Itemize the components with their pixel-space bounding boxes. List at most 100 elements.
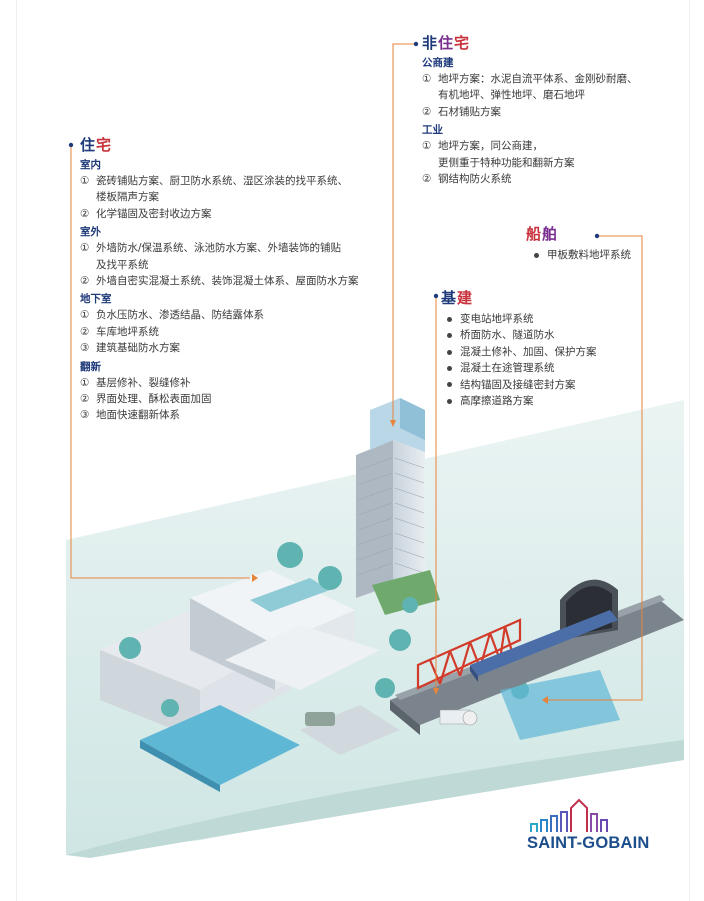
item-text: 地面快速翻新体系 xyxy=(96,409,180,422)
item-text: 负水压防水、渗透结晶、防结露体系 xyxy=(96,309,264,322)
residential-title: 住宅 xyxy=(80,136,113,154)
list-item: ① 外墙防水/保温系统、泳池防水方案、外墙装饰的铺贴 xyxy=(80,240,380,256)
item-number: ② xyxy=(80,275,90,288)
list-item: 及找平系统 xyxy=(80,257,380,273)
group-heading: 室外 xyxy=(80,226,101,239)
item-text: 界面处理、酥松表面加固 xyxy=(96,393,212,406)
item-text: 地坪方案，同公商建， xyxy=(438,140,543,153)
bullet-icon xyxy=(447,382,452,388)
saint-gobain-logo: SAINT-GOBAIN xyxy=(527,798,667,858)
list-item: ② 车库地坪系统 xyxy=(80,324,380,340)
logo-text: SAINT-GOBAIN xyxy=(527,834,650,852)
bullet-icon xyxy=(447,316,452,322)
item-text: 瓷砖铺贴方案、厨卫防水系统、湿区涂装的找平系统、 xyxy=(96,175,348,187)
item-number: ② xyxy=(422,173,432,186)
bullet-icon xyxy=(447,333,452,339)
list-item: ① 基层修补、裂缝修补 xyxy=(80,375,380,391)
ship-title: 船舶 xyxy=(526,225,559,243)
bullet-icon xyxy=(447,365,452,371)
group-heading: 地下室 xyxy=(80,293,112,306)
bullet-icon xyxy=(534,252,539,258)
infrastructure-title: 基建 xyxy=(441,289,474,307)
item-number: ① xyxy=(80,309,90,322)
list-item: ① 地坪方案，同公商建， xyxy=(422,138,672,154)
item-number: ② xyxy=(80,393,90,406)
nonresidential-groups: 公商建 ① 地坪方案：水泥自流平体系、金刚砂耐磨、有机地坪、弹性地坪、磨石地坪 ② 石材… xyxy=(422,56,672,187)
list-item: 变电站地坪系统 xyxy=(447,311,661,327)
list-item: 有机地坪、弹性地坪、磨石地坪 xyxy=(422,87,672,103)
list-item: ① 地坪方案：水泥自流平体系、金刚砂耐磨、 xyxy=(422,71,672,87)
item-text: 外墙防水/保温系统、泳池防水方案、外墙装饰的铺贴 xyxy=(96,242,342,255)
infrastructure-block: 基建 变电站地坪系统桥面防水、隧道防水混凝土修补、加固、保护方案混凝土在途管理系… xyxy=(441,288,661,409)
list-item: ① 负水压防水、渗透结晶、防结露体系 xyxy=(80,307,380,323)
list-item: 更侧重于特种功能和翻新方案 xyxy=(422,155,672,171)
item-text: 混凝土修补、加固、保护方案 xyxy=(460,345,597,358)
item-text: 变电站地坪系统 xyxy=(460,313,534,325)
item-number: ② xyxy=(80,207,90,220)
item-text: 车库地坪系统 xyxy=(96,325,159,338)
item-text: 更侧重于特种功能和翻新方案 xyxy=(438,156,575,169)
list-item: 混凝土修补、加固、保护方案 xyxy=(447,344,661,360)
item-number: ② xyxy=(80,325,90,338)
list-item: ② 化学锚固及密封收边方案 xyxy=(80,206,380,222)
nonresidential-block: 非住宅 公商建 ① 地坪方案：水泥自流平体系、金刚砂耐磨、有机地坪、弹性地坪、磨石地… xyxy=(422,33,672,187)
list-item: ② 界面处理、酥松表面加固 xyxy=(80,391,380,407)
item-text: 地坪方案：水泥自流平体系、金刚砂耐磨、 xyxy=(438,73,638,85)
ship-block: 船舶 甲板敷料地坪系统 xyxy=(526,224,676,263)
item-text: 石材铺贴方案 xyxy=(438,105,501,118)
item-text: 建筑基础防水方案 xyxy=(96,342,180,355)
item-number: ② xyxy=(422,105,432,118)
list-item: ① 瓷砖铺贴方案、厨卫防水系统、湿区涂装的找平系统、 xyxy=(80,173,380,189)
residential-block: 住宅 室内 ① 瓷砖铺贴方案、厨卫防水系统、湿区涂装的找平系统、楼板隔声方案 ② 化学锚… xyxy=(80,135,380,424)
group-heading: 工业 xyxy=(422,124,443,137)
connector-endpoints xyxy=(68,41,600,299)
item-number: ① xyxy=(80,242,90,255)
list-item: 混凝土在途管理系统 xyxy=(447,360,661,376)
list-item: 结构锚固及接缝密封方案 xyxy=(447,377,661,393)
item-text: 高摩擦道路方案 xyxy=(460,395,534,408)
item-number: ① xyxy=(80,376,90,389)
item-number: ① xyxy=(422,73,432,85)
item-text: 楼板隔声方案 xyxy=(96,191,159,204)
list-item: ② 钢结构防火系统 xyxy=(422,171,672,187)
connector-lines xyxy=(70,43,643,701)
residential-groups: 室内 ① 瓷砖铺贴方案、厨卫防水系统、湿区涂装的找平系统、楼板隔声方案 ② 化学锚固及密… xyxy=(80,158,380,424)
group-heading: 翻新 xyxy=(80,360,101,373)
connector-ship xyxy=(548,235,643,701)
bridge-road xyxy=(390,579,684,740)
ship-items: 甲板敷料地坪系统 xyxy=(526,247,676,263)
item-text: 桥面防水、隧道防水 xyxy=(460,329,555,342)
list-item: 高摩擦道路方案 xyxy=(447,393,661,409)
item-text: 甲板敷料地坪系统 xyxy=(547,249,631,261)
connector-arrows xyxy=(252,420,548,704)
item-text: 钢结构防火系统 xyxy=(438,173,512,186)
item-number: ③ xyxy=(80,409,90,422)
list-item: ③ 地面快速翻新体系 xyxy=(80,407,380,423)
item-number: ③ xyxy=(80,342,90,355)
list-item: 桥面防水、隧道防水 xyxy=(447,327,661,343)
list-item: ② 外墙自密实混凝土系统、装饰混凝土体系、屋面防水方案 xyxy=(80,273,380,289)
residential-houses xyxy=(100,570,400,792)
logo-mark-icon xyxy=(530,798,608,832)
item-text: 混凝土在途管理系统 xyxy=(460,362,555,375)
item-text: 化学锚固及密封收边方案 xyxy=(96,207,212,220)
group-heading: 公商建 xyxy=(422,57,454,69)
item-text: 有机地坪、弹性地坪、磨石地坪 xyxy=(438,89,585,102)
item-text: 基层修补、裂缝修补 xyxy=(96,376,191,389)
connector-nonresidential xyxy=(392,43,416,420)
list-item: 甲板敷料地坪系统 xyxy=(534,247,676,263)
list-item: ③ 建筑基础防水方案 xyxy=(80,340,380,356)
bullet-icon xyxy=(447,398,452,404)
item-number: ① xyxy=(422,140,432,153)
nonresidential-title: 非住宅 xyxy=(422,34,471,52)
item-text: 及找平系统 xyxy=(96,258,149,271)
connector-residential xyxy=(70,145,250,579)
ground-shadow xyxy=(66,740,684,858)
group-heading: 室内 xyxy=(80,159,101,171)
infrastructure-items: 变电站地坪系统桥面防水、隧道防水混凝土修补、加固、保护方案混凝土在途管理系统结构… xyxy=(441,311,661,409)
list-item: ② 石材铺贴方案 xyxy=(422,104,672,120)
item-number: ① xyxy=(80,175,90,187)
item-text: 外墙自密实混凝土系统、装饰混凝土体系、屋面防水方案 xyxy=(96,275,359,288)
item-text: 结构锚固及接缝密封方案 xyxy=(460,378,576,391)
